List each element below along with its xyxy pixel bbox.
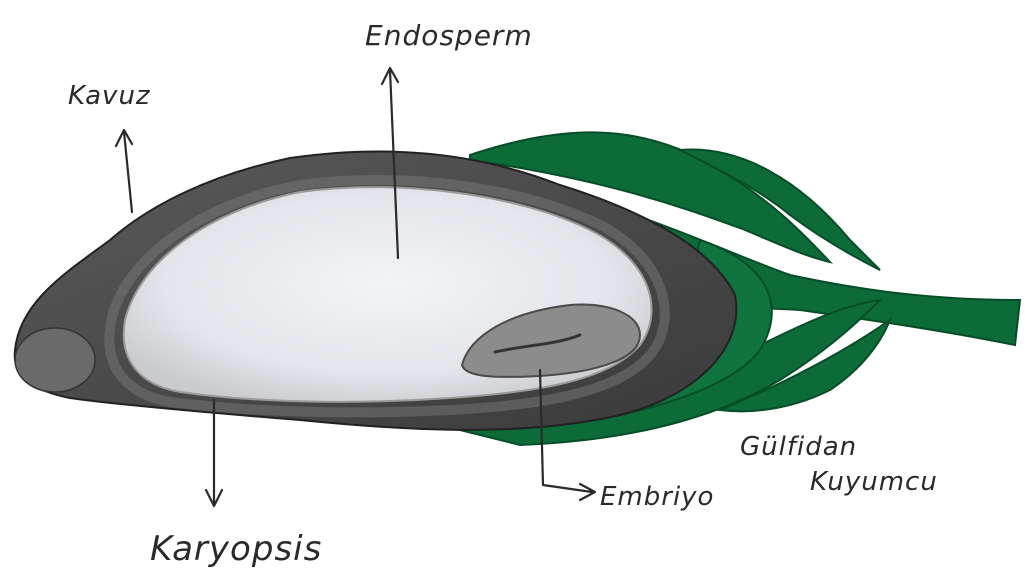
- caryopsis-label: Karyopsis: [150, 529, 322, 569]
- endosperm-label: Endosperm: [365, 19, 533, 52]
- author-name-line1: Gülfidan: [740, 432, 857, 462]
- author-name-line2: Kuyumcu: [810, 467, 938, 497]
- husk-tip: [15, 328, 95, 392]
- embryo-label: Embriyo: [600, 482, 714, 512]
- husk-label: Kavuz: [68, 81, 151, 111]
